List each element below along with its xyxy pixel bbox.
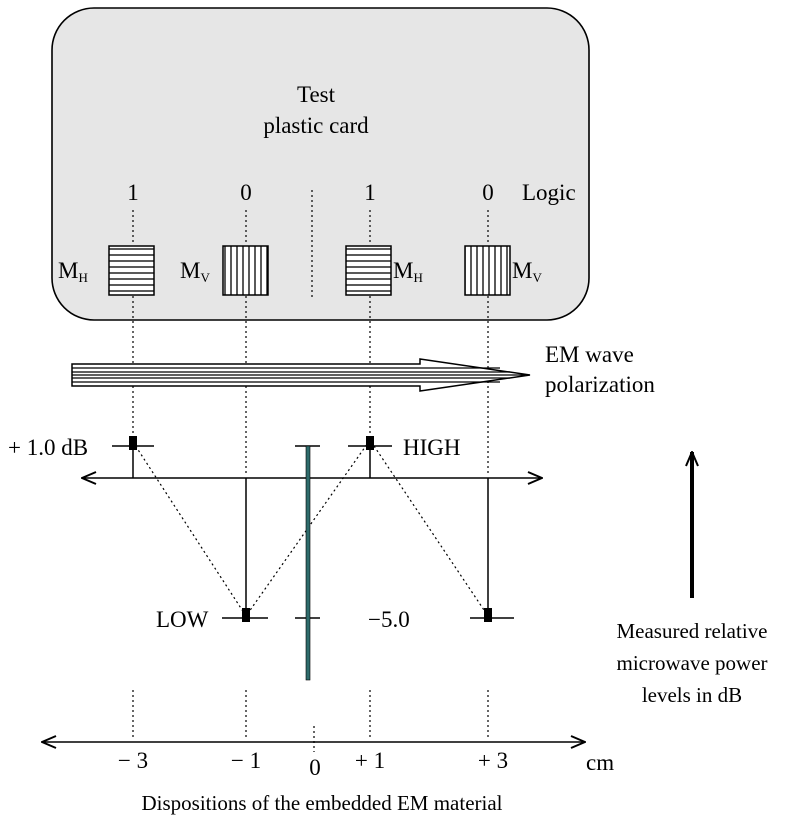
element-mv-2	[464, 245, 511, 296]
tick-label-plus1: + 1	[355, 748, 385, 773]
wave-label-line1: EM wave	[545, 342, 634, 367]
tick-label-plus3: + 3	[478, 748, 508, 773]
low-label: LOW	[156, 607, 209, 632]
high-marker-1	[129, 436, 137, 450]
element-mh-2	[345, 245, 392, 296]
low-marker-2	[484, 608, 492, 622]
center-bar	[305, 445, 311, 681]
card-title-line1: Test	[297, 82, 336, 107]
measured-line2: microwave power	[616, 651, 767, 675]
high-value-label: + 1.0 dB	[8, 435, 88, 460]
em-wave-arrow	[71, 358, 531, 392]
element-mv-1	[222, 245, 269, 296]
card-title-line2: plastic card	[263, 113, 369, 138]
tick-label-minus1: − 1	[231, 748, 261, 773]
element-label-mh-1: MH	[58, 258, 88, 285]
axis-unit: cm	[586, 750, 614, 775]
element-label-mv-2: MV	[512, 258, 542, 285]
element-mh-1	[108, 245, 155, 296]
wave-label-line2: polarization	[545, 372, 655, 397]
logic-value-3: 1	[364, 180, 376, 205]
logic-value-4: 0	[482, 180, 494, 205]
axis-caption: Dispositions of the embedded EM material	[141, 791, 502, 815]
measured-line3: levels in dB	[642, 683, 742, 707]
test-card	[51, 7, 590, 321]
low-marker-1	[242, 608, 250, 622]
logic-value-2: 0	[240, 180, 252, 205]
high-label: HIGH	[403, 435, 461, 460]
high-marker-2	[366, 436, 374, 450]
measured-line1: Measured relative	[616, 619, 767, 643]
low-value-label: −5.0	[368, 607, 410, 632]
logic-label: Logic	[522, 180, 576, 205]
level-connectors	[132, 446, 489, 616]
element-label-mh-2: MH	[393, 258, 423, 285]
element-label-mv-1: MV	[180, 258, 210, 285]
tick-label-minus3: − 3	[118, 748, 148, 773]
tick-label-zero: 0	[309, 755, 321, 780]
logic-value-1: 1	[127, 180, 139, 205]
